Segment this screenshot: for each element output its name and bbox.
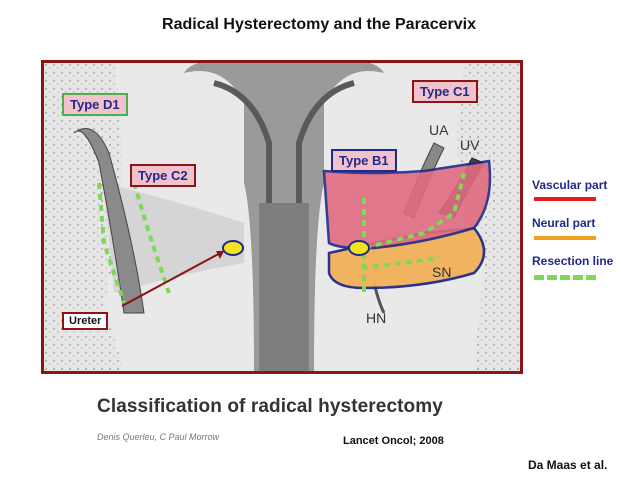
paracervix-left — [104, 183, 244, 293]
left-pelvic-wall — [44, 63, 124, 371]
sn-label: SN — [432, 264, 452, 280]
ureter-left — [73, 128, 145, 314]
ureter-arrow — [121, 250, 225, 307]
legend-vascular-label: Vascular part — [532, 178, 608, 192]
type-b1-label: Type B1 — [331, 149, 397, 172]
anatomy-drawing — [44, 63, 520, 371]
uv-label: UV — [460, 137, 480, 153]
right-pelvic-wall — [457, 63, 520, 371]
legend-vascular-swatch — [534, 197, 596, 201]
legend-resection-swatch — [534, 275, 596, 280]
legend-neural-swatch — [534, 236, 596, 240]
type-c1-label: Type C1 — [412, 80, 478, 103]
uterine-cavity — [213, 80, 355, 371]
classification-subtitle: Classification of radical hysterectomy — [97, 396, 443, 417]
ureter-marker-right — [348, 240, 370, 256]
ureter-label: Ureter — [62, 312, 109, 330]
ua-label: UA — [429, 122, 449, 138]
credit-text: Da Maas et al. — [528, 458, 608, 472]
type-d1-label: Type D1 — [62, 93, 128, 116]
citation-text: Lancet Oncol; 2008 — [343, 435, 444, 447]
ureter-marker-left — [222, 240, 244, 256]
hn-label: HN — [366, 310, 387, 326]
resection-line-c1 — [363, 172, 466, 250]
legend-neural-label: Neural part — [532, 216, 596, 230]
legend-resection-label: Resection line — [532, 254, 614, 268]
figure-title: Radical Hysterectomy and the Paracervix — [162, 16, 476, 33]
anatomy-illustration: Type D1 Type C1 Type C2 Type B1 Ureter U… — [41, 60, 523, 374]
cervix-shading — [259, 203, 309, 371]
type-c2-label: Type C2 — [130, 164, 196, 187]
resection-line-d1 — [97, 182, 126, 304]
resection-line-lower — [361, 256, 440, 270]
authors-text: Denis Querleu, C Paul Morrow — [97, 432, 220, 442]
ureter-arrowhead — [216, 251, 224, 259]
